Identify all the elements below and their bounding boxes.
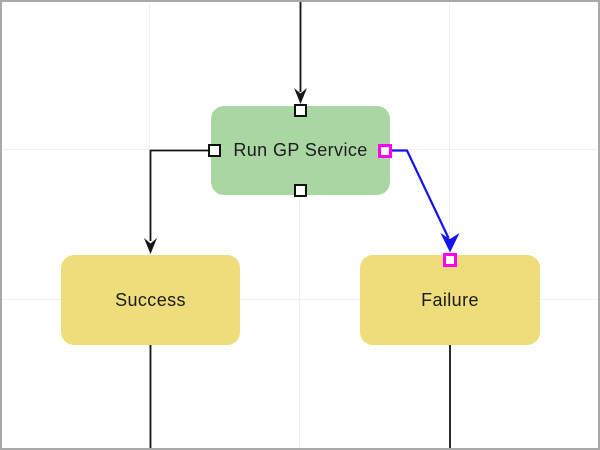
connector-run-to-failure[interactable] [392,149,460,253]
node-success-label: Success [115,289,186,310]
connector-incoming-top[interactable] [294,2,307,104]
port-run-bottom[interactable] [294,184,307,197]
port-run-left[interactable] [208,144,221,157]
port-failure-top-selected[interactable] [443,253,457,267]
node-failure-label: Failure [421,289,479,310]
node-success[interactable]: Success [61,255,240,345]
port-run-right-selected[interactable] [378,144,392,158]
connector-run-to-success-arrowhead [144,238,157,254]
port-run-top[interactable] [294,104,307,117]
node-failure[interactable]: Failure [360,255,540,345]
node-run-gp-service[interactable]: Run GP Service [211,106,390,195]
connector-run-to-success-line[interactable] [149,149,213,242]
node-run-gp-service-label: Run GP Service [233,140,368,160]
connector-run-to-success[interactable] [144,149,213,255]
connector-run-to-failure-line[interactable] [392,149,450,239]
connector-run-to-failure-arrowhead [440,233,460,253]
connector-incoming-top-arrowhead [294,88,307,104]
